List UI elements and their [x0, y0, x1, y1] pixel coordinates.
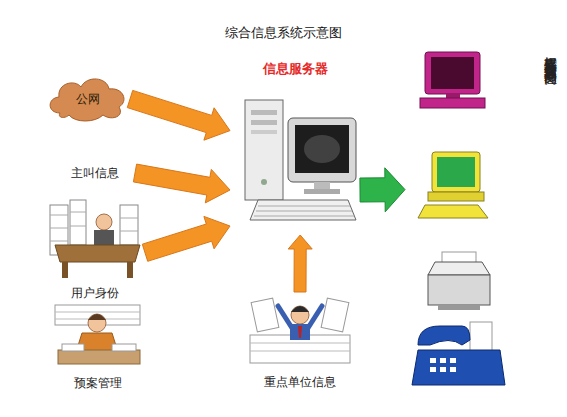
paper-stack: [120, 205, 138, 245]
block-arrow: [288, 235, 312, 292]
desk-leg: [62, 262, 68, 278]
desk-leg: [127, 262, 133, 278]
fax-key: [430, 367, 436, 372]
monitor-frame: [425, 52, 480, 94]
pink-computer: [420, 52, 485, 108]
source-label-node: 主叫信息: [55, 162, 135, 184]
cloud-node: 公网: [45, 73, 130, 125]
block-arrow: [142, 216, 230, 261]
diagram-title: 综合信息系统示意图: [0, 24, 567, 42]
drive-slot: [251, 120, 277, 125]
block-arrow: [133, 164, 230, 203]
person-head: [291, 306, 309, 324]
drive-slot: [251, 110, 277, 115]
key-row: [256, 211, 352, 212]
desk: [55, 245, 140, 262]
node-caption: 重点单位信息: [264, 375, 336, 389]
keyboard: [250, 200, 356, 220]
monitor-neck: [446, 94, 460, 98]
drive-slot: [251, 130, 277, 134]
paper-line: [250, 351, 350, 352]
fax-paper: [470, 322, 492, 352]
source-node: 重点单位信息: [245, 292, 355, 395]
cloud-outline: [50, 79, 124, 121]
person-body: [290, 324, 310, 340]
vertical-note: 根据需要将各种信息分送各部门和岗位: [542, 46, 558, 63]
computer-base: [428, 192, 484, 201]
paper-line: [70, 212, 86, 213]
paper-line: [50, 241, 68, 242]
source-node: 用户身份: [45, 195, 145, 300]
server-node: 信息服务器: [230, 55, 360, 235]
fax-handset: [418, 326, 470, 345]
fax-body: [412, 350, 505, 385]
person-head: [88, 314, 106, 332]
power-light: [261, 179, 267, 185]
block-arrow: [127, 90, 230, 140]
printer: [428, 252, 490, 310]
paper-line: [50, 228, 68, 229]
fax-machine: [412, 322, 505, 385]
printer-top: [428, 262, 490, 275]
monitor-screen: [431, 57, 474, 89]
flying-paper: [321, 298, 349, 332]
monitor-neck: [314, 182, 330, 190]
person-tie: [298, 326, 302, 338]
paper-stack: [70, 200, 86, 245]
flying-paper: [251, 298, 279, 332]
fax-key: [450, 367, 456, 372]
server-computer: [245, 100, 356, 220]
block-arrow: [360, 168, 405, 212]
printer-body: [428, 275, 490, 305]
paper-line: [55, 312, 140, 313]
node-caption: 用户身份: [71, 286, 119, 300]
node-caption: 预案管理: [74, 376, 122, 390]
paper-line: [70, 226, 86, 227]
fax-key: [450, 358, 456, 363]
key-row: [258, 206, 350, 207]
key-row: [254, 216, 354, 217]
output-node: 根据需要将各种信息分送各部门和岗位: [405, 40, 560, 380]
monitor-frame: [432, 152, 480, 192]
source-node: 预案管理: [50, 300, 145, 390]
computer-tower: [245, 100, 283, 200]
monitor-screen: [295, 125, 349, 173]
monitor-screen: [437, 157, 475, 187]
paper-line: [120, 218, 138, 219]
monitor-base: [304, 189, 340, 194]
node-heading: 信息服务器: [263, 61, 328, 77]
screen-shine: [304, 135, 340, 163]
paper-line: [250, 343, 350, 344]
desk-paper: [112, 344, 136, 351]
desk-illustration: [50, 200, 140, 278]
desk: [58, 350, 140, 364]
node-caption: 主叫信息: [71, 166, 119, 180]
person-arm: [308, 306, 322, 328]
person-arm: [278, 306, 292, 328]
person-body: [94, 230, 114, 246]
printer-tray: [438, 305, 480, 310]
desk-paper: [62, 344, 84, 351]
person-head: [96, 214, 112, 230]
person-hair: [291, 306, 309, 312]
fax-key: [440, 358, 446, 363]
paper-line: [120, 231, 138, 232]
fax-key: [430, 358, 436, 363]
fax-key: [440, 367, 446, 372]
monitor-frame: [288, 118, 356, 182]
yellow-computer: [418, 152, 488, 218]
paper-line: [50, 215, 68, 216]
person-hair: [88, 314, 106, 320]
overwhelmed-illustration: [250, 298, 350, 363]
keyboard: [418, 205, 488, 218]
computer-base: [420, 98, 485, 108]
node-caption: 公网: [76, 92, 100, 106]
planner-illustration: [55, 305, 140, 364]
